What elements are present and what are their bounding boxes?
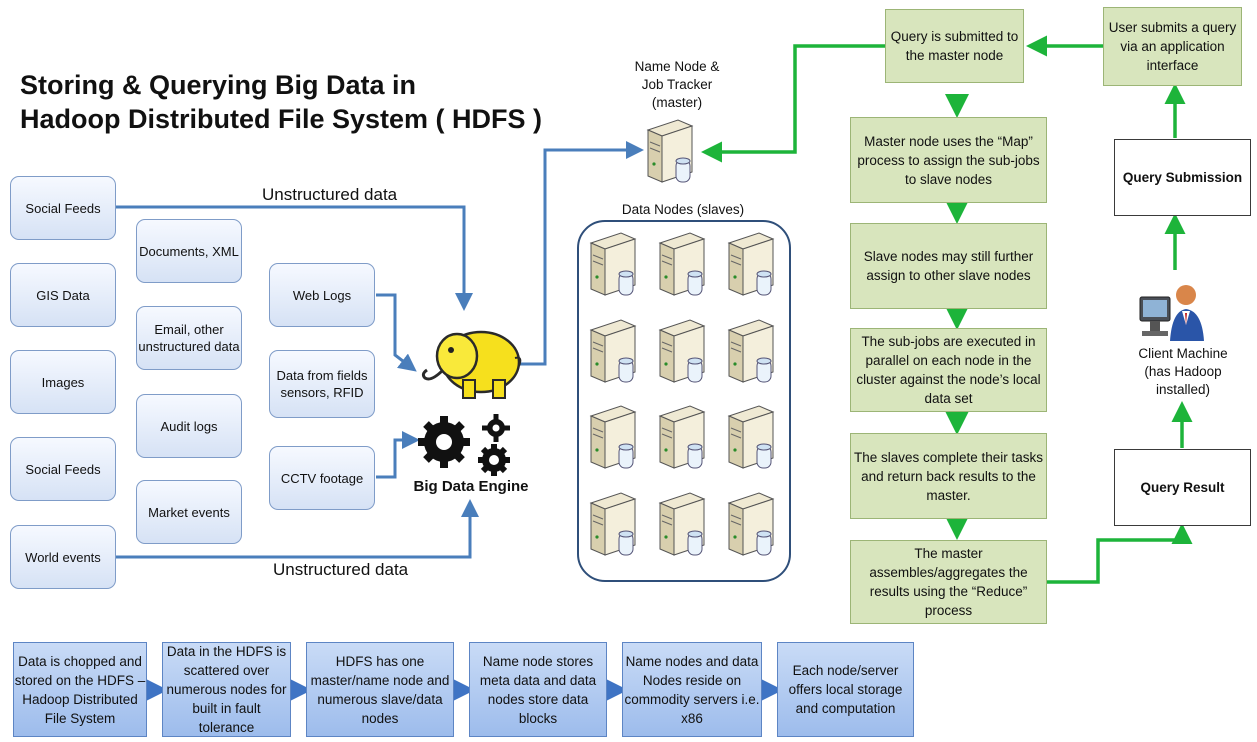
source-email: Email, other unstructured data	[136, 306, 242, 370]
fact-scattered: Data in the HDFS is scattered over numer…	[162, 642, 291, 737]
fact-master-slaves: HDFS has one master/name node and numero…	[306, 642, 454, 737]
step-parallel-execution: The sub-jobs are executed in parallel on…	[850, 328, 1047, 412]
title-line-2: Hadoop Distributed File System ( HDFS )	[20, 104, 543, 134]
unstructured-label-top: Unstructured data	[262, 185, 398, 204]
source-gis-data: GIS Data	[10, 263, 116, 327]
arrow-query-to-namenode	[701, 44, 885, 163]
data-node-server-icon	[658, 319, 706, 383]
query-result-box: Query Result	[1114, 449, 1251, 526]
gears-icon	[418, 414, 510, 476]
source-market-events: Market events	[136, 480, 242, 544]
data-node-server-icon	[658, 405, 706, 469]
source-web-logs: Web Logs	[269, 263, 375, 327]
data-node-server-icon	[589, 492, 637, 556]
fact-commodity: Name nodes and data Nodes reside on comm…	[622, 642, 762, 737]
source-world-events: World events	[10, 525, 116, 589]
client-line-3: installed)	[1155, 382, 1211, 397]
source-audit-logs: Audit logs	[136, 394, 242, 458]
source-sensors-rfid: Data from fields sensors, RFID	[269, 350, 375, 418]
step-map: Master node uses the “Map” process to as…	[850, 117, 1047, 203]
big-data-engine-label: Big Data Engine	[413, 478, 529, 495]
step-query-submitted: Query is submitted to the master node	[885, 9, 1024, 83]
query-submission-box: Query Submission	[1114, 139, 1251, 216]
data-node-server-icon	[727, 232, 775, 296]
arrow-master-to-result	[1047, 523, 1193, 584]
data-node-server-icon	[727, 319, 775, 383]
data-node-server-icon	[589, 405, 637, 469]
step-slave-assign: Slave nodes may still further assign to …	[850, 223, 1047, 309]
name-node-line-3: (master)	[651, 95, 703, 110]
data-nodes-label: Data Nodes (slaves)	[621, 202, 745, 217]
arrow-weblogs-to-engine	[376, 293, 417, 372]
source-images: Images	[10, 350, 116, 414]
client-line-2: (has Hadoop	[1144, 364, 1222, 379]
data-node-server-icon	[727, 492, 775, 556]
name-node-line-2: Job Tracker	[641, 77, 713, 92]
data-nodes-cluster	[577, 220, 791, 582]
name-node-label: Name Node & Job Tracker (master)	[612, 58, 742, 112]
user-computer-icon	[1139, 285, 1204, 341]
source-social-feeds-2: Social Feeds	[10, 437, 116, 501]
step-return-results: The slaves complete their tasks and retu…	[850, 433, 1047, 519]
unstructured-label-bottom: Unstructured data	[273, 560, 409, 579]
arrow-world-to-engine	[116, 499, 479, 559]
arrow-social-to-engine	[116, 205, 473, 311]
source-cctv: CCTV footage	[269, 446, 375, 510]
page-title: Storing & Querying Big Data in Hadoop Di…	[20, 68, 580, 136]
client-line-1: Client Machine	[1138, 346, 1228, 361]
fact-local-storage: Each node/server offers local storage an…	[777, 642, 914, 737]
hadoop-elephant-icon	[421, 330, 522, 399]
data-node-server-icon	[727, 405, 775, 469]
client-machine-label: Client Machine (has Hadoop installed)	[1118, 345, 1248, 399]
data-node-server-icon	[589, 232, 637, 296]
name-node-line-1: Name Node &	[634, 59, 720, 74]
source-social-feeds: Social Feeds	[10, 176, 116, 240]
data-node-server-icon	[589, 319, 637, 383]
user-submits-box: User submits a query via an application …	[1103, 7, 1242, 86]
fact-metadata: Name node stores meta data and data node…	[469, 642, 607, 737]
data-node-server-icon	[658, 492, 706, 556]
data-node-server-icon	[658, 232, 706, 296]
fact-chopped: Data is chopped and stored on the HDFS –…	[13, 642, 147, 737]
source-documents-xml: Documents, XML	[136, 219, 242, 283]
title-line-1: Storing & Querying Big Data in	[20, 70, 417, 100]
master-server-icon	[646, 119, 694, 183]
step-reduce: The master assembles/aggregates the resu…	[850, 540, 1047, 624]
arrow-engine-to-namenode	[520, 141, 644, 366]
arrow-cctv-to-engine	[376, 431, 420, 479]
